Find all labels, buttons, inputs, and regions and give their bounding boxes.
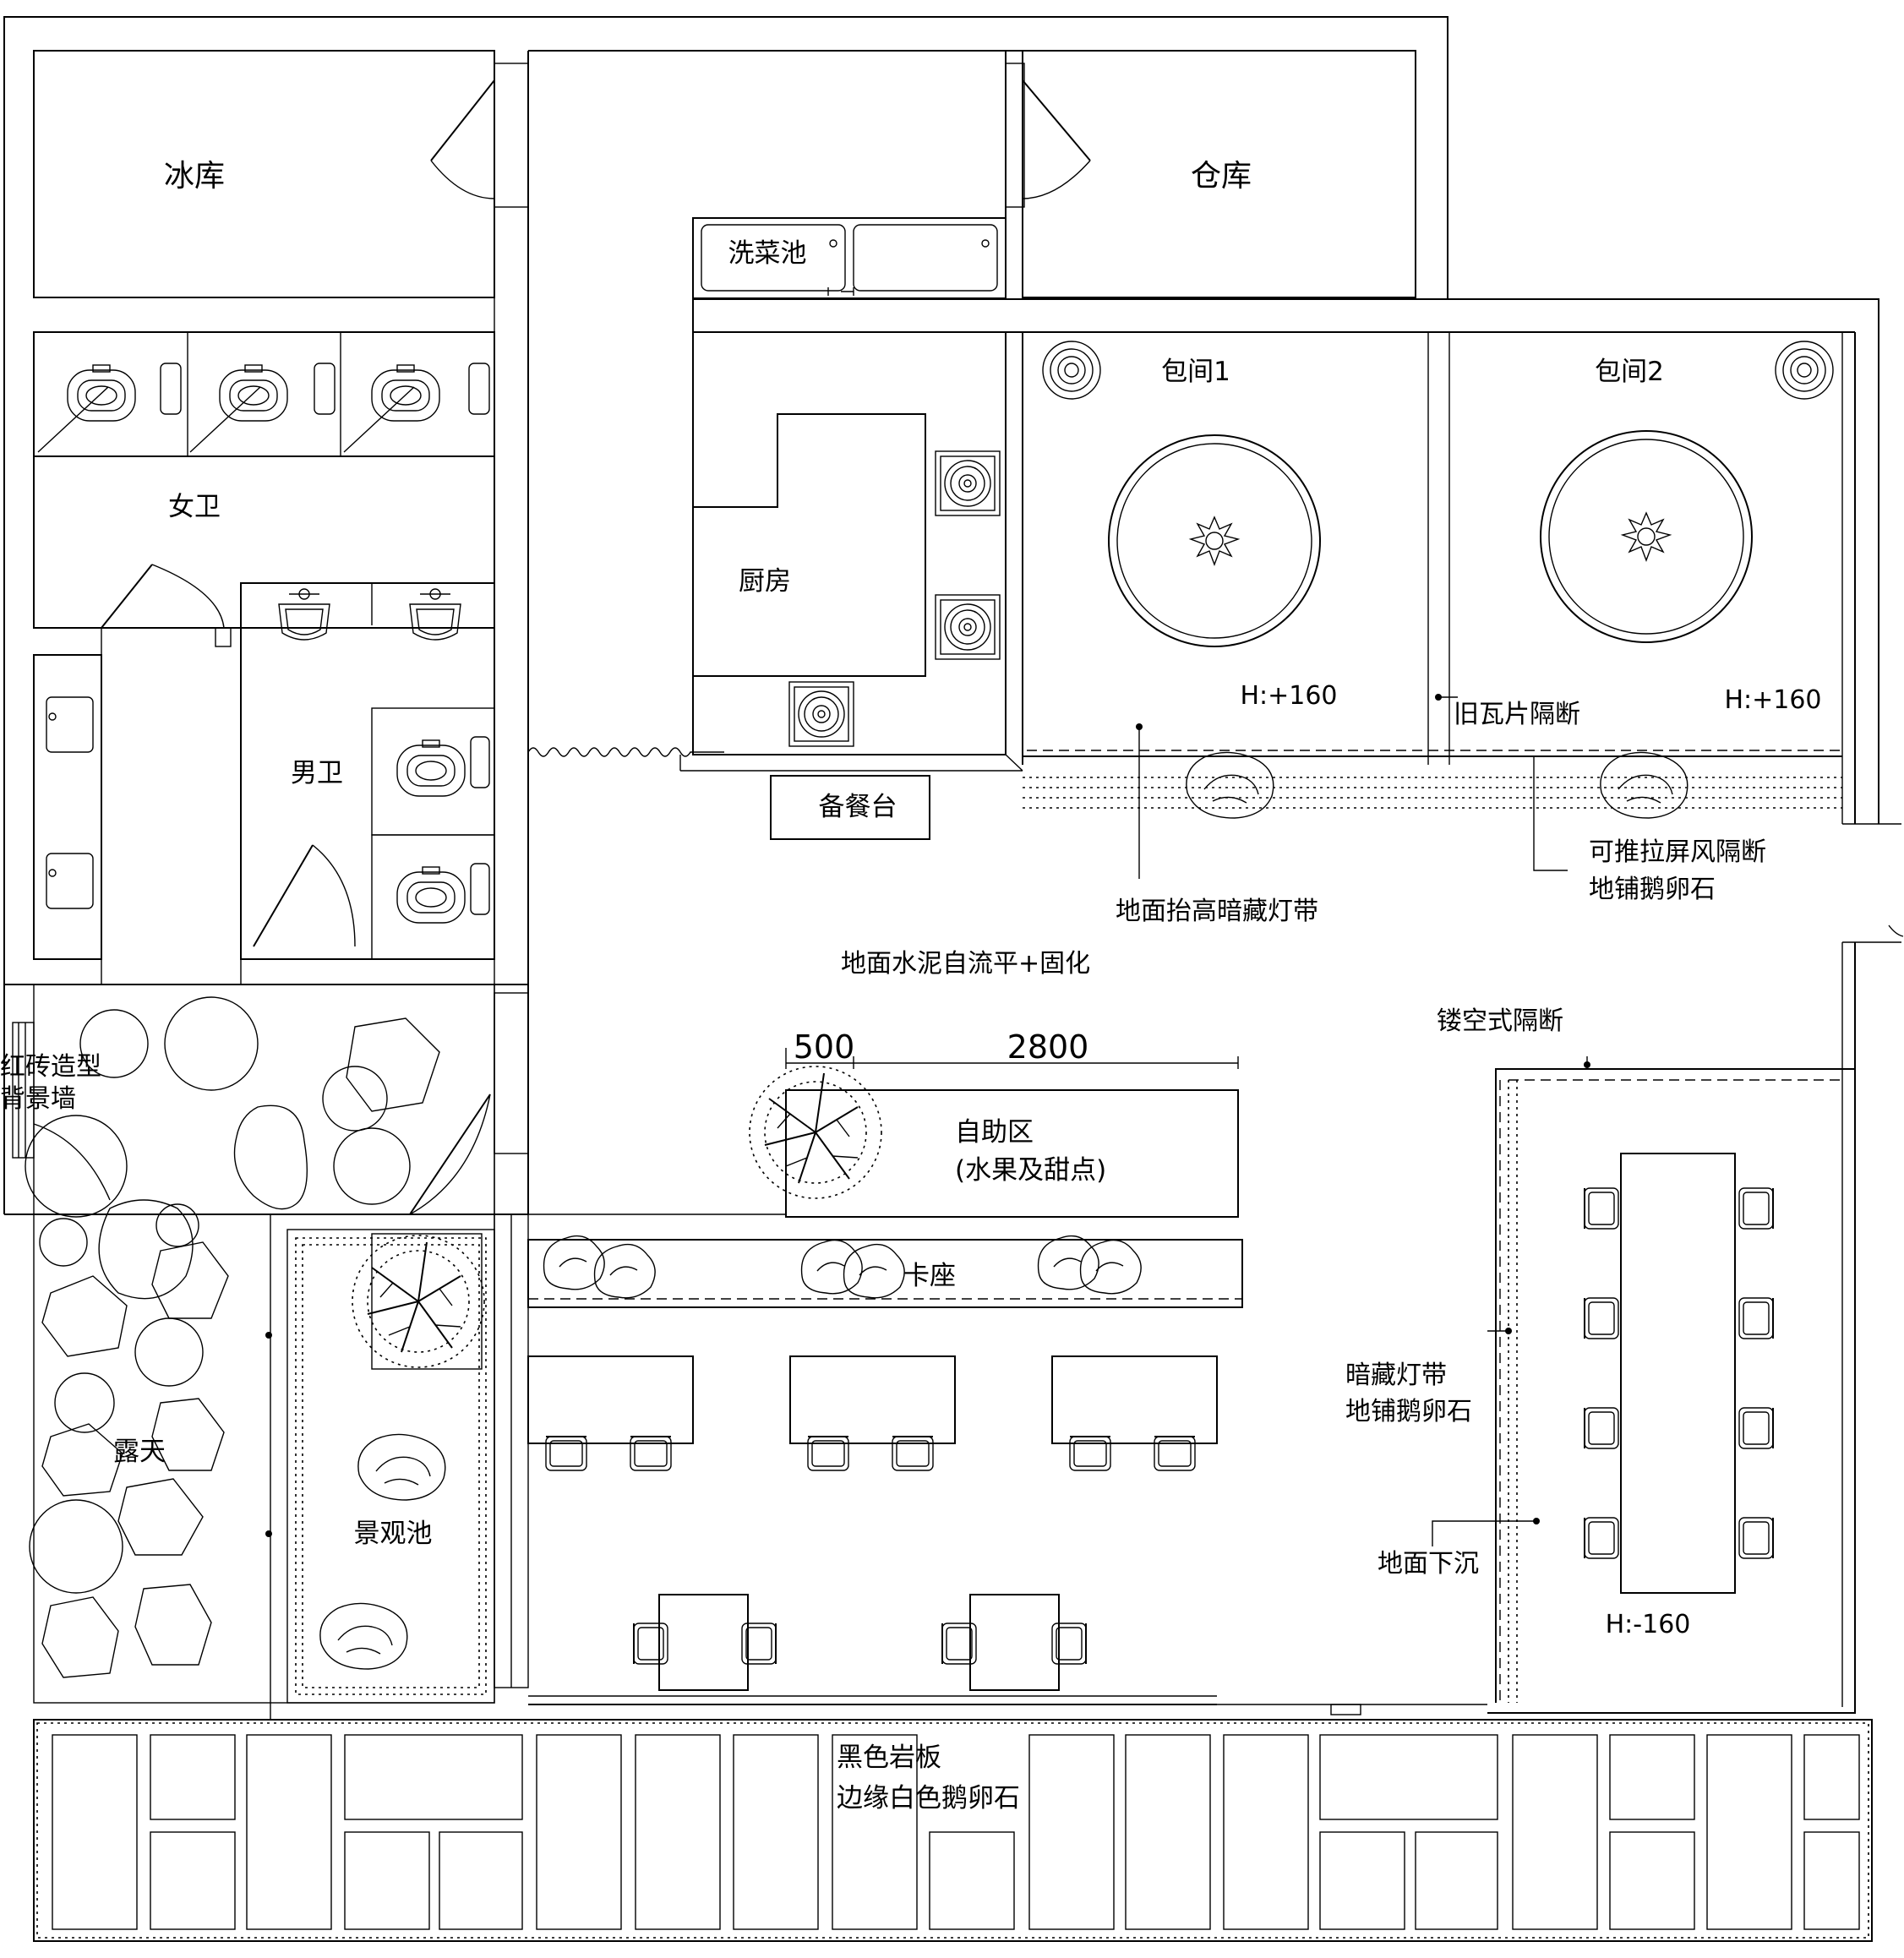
brick-wall-label-1: 红砖造型 — [0, 1052, 101, 1082]
wash-sink-label: 洗菜池 — [728, 238, 807, 269]
womens-wc: 女卫 — [33, 331, 495, 629]
warehouse-room: 仓库 — [1022, 50, 1416, 298]
old-tile-partition-label: 旧瓦片隔断 — [1454, 700, 1580, 729]
slate-paving: 黑色岩板 边缘白色鹅卵石 — [33, 1719, 1873, 1942]
self-service-area: 500 2800 自助区 (水果及甜点) — [749, 1028, 1239, 1218]
door-mens-wc[interactable] — [253, 844, 356, 947]
booth-label: 卡座 — [903, 1261, 956, 1291]
booth-seating: 卡座 — [527, 1235, 1243, 1308]
private-room-2-level: H:+160 — [1724, 685, 1821, 715]
self-service-label-1: 自助区 — [955, 1117, 1034, 1148]
raised-floor-light-label: 地面抬高暗藏灯带 — [1116, 897, 1318, 926]
hollow-partition-label: 镂空式隔断 — [1437, 1006, 1563, 1036]
sunken-dining-area: H:-160 — [1495, 1061, 1855, 1703]
private-room-1: 包间1 H:+160 — [1042, 341, 1338, 730]
womens-wc-label: 女卫 — [168, 492, 221, 522]
door-outdoor[interactable] — [409, 992, 529, 1215]
dimension-500: 500 — [794, 1028, 855, 1066]
landscape-pond: 景观池 — [265, 1229, 495, 1704]
mens-wc: 男卫 — [240, 582, 495, 960]
warehouse-label: 仓库 — [1191, 159, 1252, 194]
outdoor-label: 露天 — [113, 1437, 166, 1467]
pebble-floor-label: 地铺鹅卵石 — [1589, 875, 1716, 904]
hidden-light-label: 暗藏灯带 — [1345, 1361, 1447, 1390]
white-pebble-edge-label: 边缘白色鹅卵石 — [837, 1783, 1020, 1813]
private-room-2: 包间2 H:+160 — [1435, 341, 1834, 715]
private-room-2-label: 包间2 — [1595, 357, 1664, 387]
small-tables — [633, 1594, 1087, 1691]
brick-wall-label-2: 背景墙 — [0, 1084, 76, 1114]
mens-wc-label: 男卫 — [291, 758, 343, 788]
sunken-level: H:-160 — [1606, 1610, 1691, 1639]
exterior-wall-right — [1487, 942, 1856, 1714]
sliding-screen-label: 可推拉屏风隔断 — [1589, 837, 1766, 867]
kitchen: 厨房 — [527, 331, 1023, 772]
private-room-1-label: 包间1 — [1161, 357, 1230, 387]
sunken-floor-label: 地面下沉 — [1378, 1549, 1479, 1579]
dimension-2800: 2800 — [1007, 1028, 1089, 1066]
railing-strip — [494, 1214, 529, 1688]
private-room-1-level: H:+160 — [1240, 681, 1337, 711]
booth-tables — [527, 1355, 1218, 1471]
black-slate-label: 黑色岩板 — [837, 1743, 941, 1773]
door-cold-storage[interactable] — [430, 63, 529, 208]
washbasin-counter — [33, 654, 102, 960]
pebble-strip — [1023, 751, 1842, 819]
exterior-wall — [3, 16, 1879, 1214]
landscape-pond-label: 景观池 — [354, 1519, 433, 1549]
hidden-light-pebble-label: 地铺鹅卵石 — [1345, 1397, 1472, 1426]
kitchen-label: 厨房 — [739, 566, 791, 597]
door-womens-wc[interactable] — [101, 564, 232, 647]
door-warehouse[interactable] — [1005, 63, 1091, 208]
cold-storage-room: 冰库 — [33, 50, 495, 298]
brick-feature-wall: 红砖造型 背景墙 — [0, 1022, 101, 1159]
serving-counter-label: 备餐台 — [819, 792, 897, 822]
floor-finish-label: 地面水泥自流平+固化 — [841, 949, 1090, 979]
ceiling-lamp-icon — [1042, 341, 1101, 400]
outdoor-area: 露天 — [25, 984, 495, 1704]
serving-counter: 备餐台 — [770, 775, 930, 840]
self-service-label-2: (水果及甜点) — [955, 1155, 1106, 1186]
wash-sink: 洗菜池 — [692, 217, 1007, 299]
cold-storage-label: 冰库 — [164, 159, 225, 194]
ceiling-lamp-icon — [1775, 341, 1834, 400]
